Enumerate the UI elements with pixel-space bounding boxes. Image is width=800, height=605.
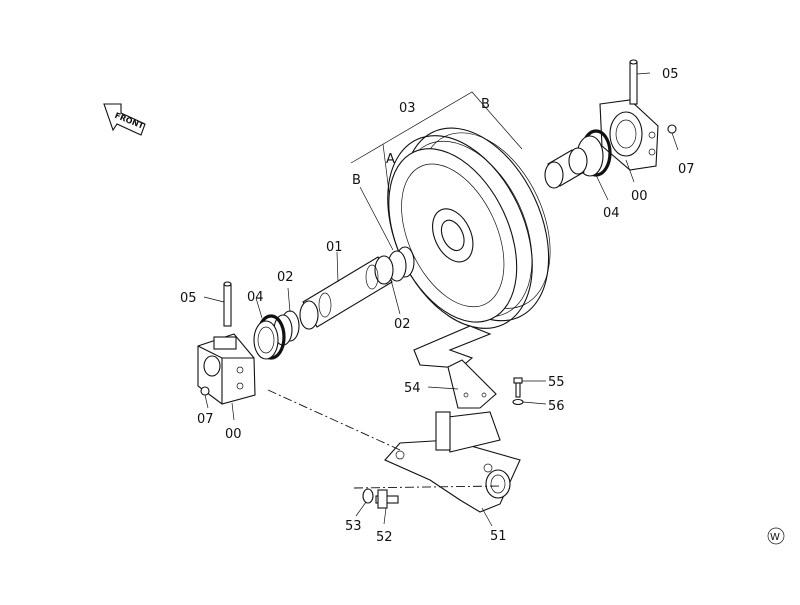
label-54: 54	[404, 381, 421, 396]
label-56: 56	[548, 399, 565, 414]
label-01: 01	[326, 240, 343, 255]
label-04-right: 04	[603, 206, 620, 221]
idler-wheel	[387, 127, 551, 329]
label-53: 53	[345, 519, 362, 534]
label-55: 55	[548, 375, 565, 390]
bolt	[375, 489, 399, 509]
label-03: 03	[399, 101, 416, 116]
label-00-right: 00	[631, 189, 648, 204]
plug-left	[200, 386, 210, 396]
label-02-left: 02	[277, 270, 294, 285]
label-02-right: 02	[394, 317, 411, 332]
label-52: 52	[376, 530, 393, 545]
washer	[362, 488, 374, 504]
centerlines	[267, 389, 501, 489]
collar-right-outer	[544, 147, 588, 189]
label-b-right: B	[481, 97, 490, 112]
plate	[413, 325, 497, 409]
leader-lines	[203, 72, 679, 527]
bolt-small	[513, 377, 523, 398]
label-a: A	[386, 152, 395, 167]
floating-seal-left	[253, 314, 286, 360]
corner-mark: W	[767, 527, 785, 545]
plug-right	[667, 124, 677, 134]
label-07-left: 07	[197, 412, 214, 427]
label-00-left: 00	[225, 427, 242, 442]
yoke	[384, 411, 521, 513]
corner-mark-letter: W	[770, 532, 780, 543]
label-07-right: 07	[678, 162, 695, 177]
shaft	[299, 255, 394, 330]
label-04-left: 04	[247, 290, 264, 305]
front-arrow-icon: FRONT	[103, 103, 146, 136]
label-05-right: 05	[662, 67, 679, 82]
washer-small	[512, 398, 524, 406]
label-b-left: B	[352, 173, 361, 188]
label-05-left: 05	[180, 291, 197, 306]
pin-right	[629, 59, 638, 105]
label-51: 51	[490, 529, 507, 544]
pin-left	[223, 281, 232, 327]
bracket-left	[197, 333, 256, 405]
